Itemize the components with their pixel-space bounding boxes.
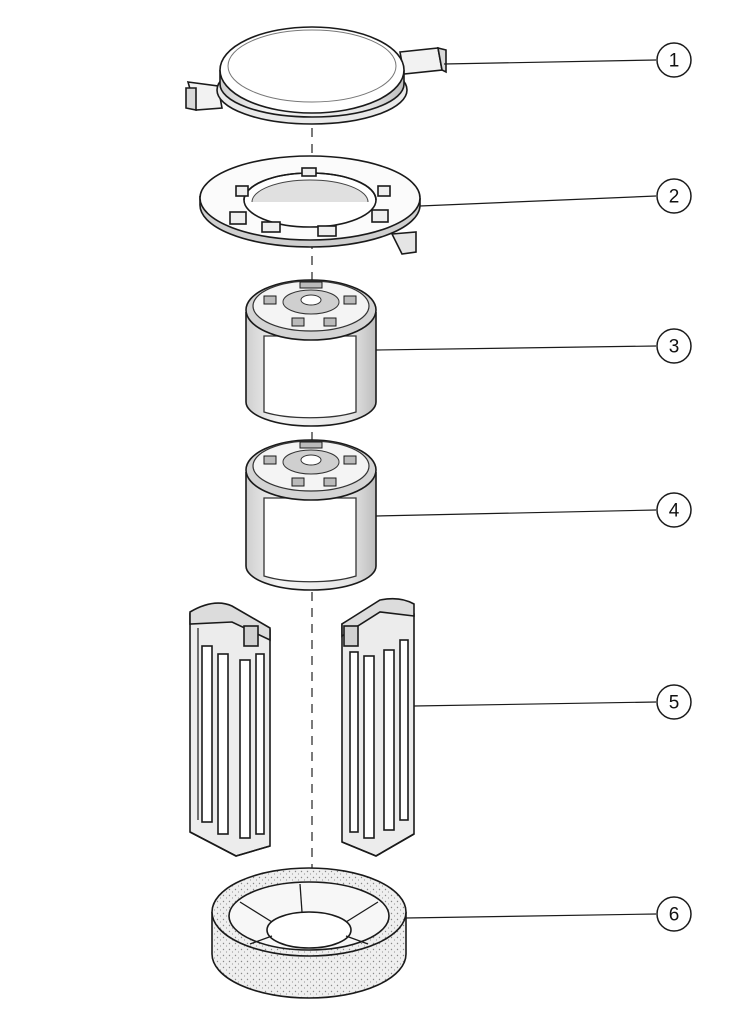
part-lower-cartridge xyxy=(245,439,377,591)
callout-2: 2 xyxy=(656,178,692,214)
callout-number: 6 xyxy=(669,905,680,926)
part-base-ring xyxy=(211,867,407,999)
callout-number: 3 xyxy=(669,337,680,358)
callout-number: 1 xyxy=(669,51,680,72)
callout-6: 6 xyxy=(656,896,692,932)
part-cage-right xyxy=(341,597,415,857)
callout-number: 4 xyxy=(669,501,680,522)
callout-1: 1 xyxy=(656,42,692,78)
part-lid xyxy=(185,26,447,125)
callout-number: 5 xyxy=(669,693,680,714)
callout-circle xyxy=(656,178,692,214)
part-cage-left xyxy=(189,602,271,857)
callout-circle xyxy=(656,684,692,720)
leader-lines xyxy=(375,59,657,919)
callout-circle xyxy=(656,328,692,364)
callout-4: 4 xyxy=(656,492,692,528)
callout-circle xyxy=(656,896,692,932)
callout-3: 3 xyxy=(656,328,692,364)
callout-circle xyxy=(656,42,692,78)
callout-number: 2 xyxy=(669,187,680,208)
part-upper-cartridge xyxy=(245,279,377,427)
part-mounting-ring xyxy=(199,155,421,255)
callout-circle xyxy=(656,492,692,528)
callout-5: 5 xyxy=(656,684,692,720)
